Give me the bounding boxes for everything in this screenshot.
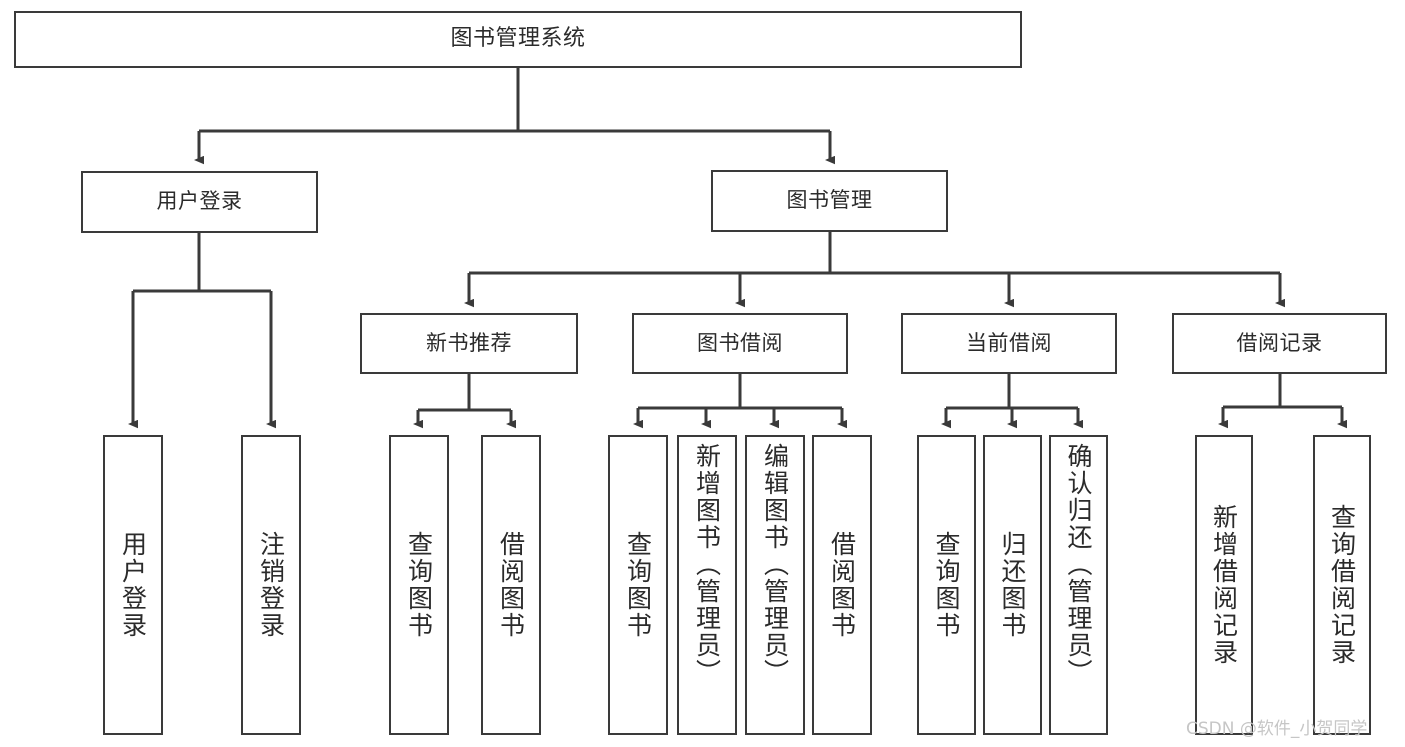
- node-label: 查询图书: [623, 531, 653, 639]
- node-user-login[interactable]: 用户登录: [81, 171, 318, 233]
- leaf-current-borrow-query-book[interactable]: 查询图书: [917, 435, 976, 735]
- leaf-borrow-record-query-record[interactable]: 查询借阅记录: [1313, 435, 1371, 735]
- node-label: 借阅记录: [1236, 330, 1323, 355]
- node-label: 查询图书: [404, 531, 434, 639]
- leaf-user-login-logout[interactable]: 注销登录: [241, 435, 301, 735]
- node-label: 用户登录: [156, 189, 243, 214]
- node-root-system[interactable]: 图书管理系统: [14, 11, 1022, 68]
- node-label: 注销登录: [256, 531, 286, 639]
- node-label: 图书管理: [786, 188, 873, 213]
- leaf-user-login-do-login[interactable]: 用户登录: [103, 435, 163, 735]
- node-label: 新增图书（管理员）: [692, 443, 722, 686]
- node-label: 编辑图书（管理员）: [760, 443, 790, 686]
- node-label: 新增借阅记录: [1209, 504, 1239, 666]
- leaf-book-borrow-add-book[interactable]: 新增图书（管理员）: [677, 435, 737, 735]
- node-book-borrow[interactable]: 图书借阅: [632, 313, 848, 374]
- node-borrow-record[interactable]: 借阅记录: [1172, 313, 1387, 374]
- node-label: 图书借阅: [697, 330, 783, 355]
- leaf-book-borrow-borrow-book[interactable]: 借阅图书: [812, 435, 872, 735]
- node-label: 归还图书: [998, 531, 1027, 639]
- node-label: 借阅图书: [496, 531, 526, 639]
- node-label: 图书管理系统: [450, 26, 586, 52]
- node-label: 借阅图书: [827, 531, 857, 639]
- node-current-borrow[interactable]: 当前借阅: [901, 313, 1117, 374]
- node-label: 查询图书: [932, 531, 961, 639]
- leaf-book-borrow-edit-book[interactable]: 编辑图书（管理员）: [745, 435, 805, 735]
- node-label: 新书推荐: [426, 330, 512, 355]
- node-label: 确认归还（管理员）: [1064, 443, 1093, 686]
- node-new-book-recommend[interactable]: 新书推荐: [360, 313, 578, 374]
- leaf-current-borrow-confirm-return[interactable]: 确认归还（管理员）: [1049, 435, 1108, 735]
- leaf-book-borrow-query-book[interactable]: 查询图书: [608, 435, 668, 735]
- leaf-new-book-query-book[interactable]: 查询图书: [389, 435, 449, 735]
- leaf-borrow-record-add-record[interactable]: 新增借阅记录: [1195, 435, 1253, 735]
- csdn-watermark: CSDN @软件_小贺同学: [1186, 719, 1368, 739]
- node-label: 用户登录: [118, 531, 148, 639]
- node-label: 当前借阅: [966, 330, 1052, 355]
- node-label: 查询借阅记录: [1327, 504, 1357, 666]
- leaf-new-book-borrow-book[interactable]: 借阅图书: [481, 435, 541, 735]
- leaf-current-borrow-return-book[interactable]: 归还图书: [983, 435, 1042, 735]
- node-book-management[interactable]: 图书管理: [711, 170, 948, 232]
